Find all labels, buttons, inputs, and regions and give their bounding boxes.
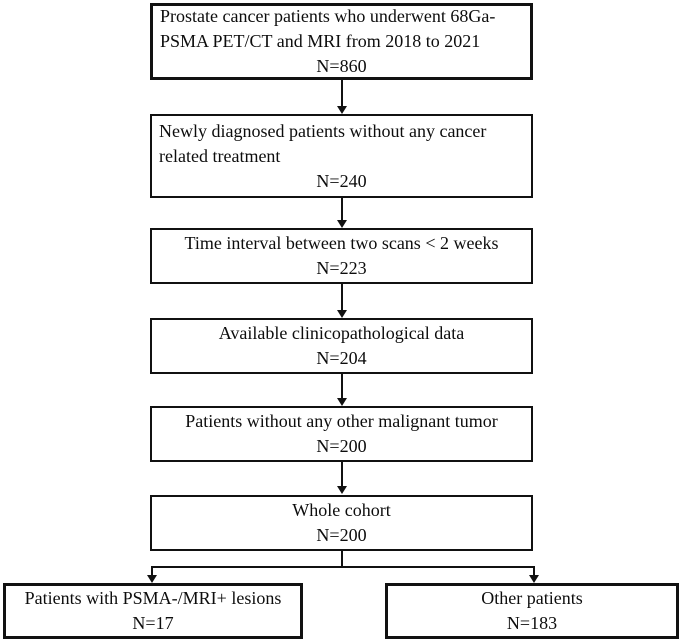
box-n-count: N=183 <box>506 613 558 633</box>
box-n-count: N=200 <box>316 436 367 456</box>
flow-box-clinicopathological-data: Available clinicopathological data N=204 <box>150 318 533 374</box>
down-arrow-line <box>341 80 343 107</box>
box-text-line: Newly diagnosed patients without any can… <box>159 120 487 141</box>
box-text-line: related treatment <box>159 145 281 166</box>
box-n-count: N=17 <box>132 613 174 633</box>
box-text-line: PSMA PET/CT and MRI from 2018 to 2021 <box>160 31 481 51</box>
down-arrow-icon <box>337 398 347 406</box>
branch-right-drop-line <box>533 566 535 576</box>
down-arrow-icon <box>337 310 347 318</box>
flow-box-time-interval: Time interval between two scans < 2 week… <box>150 228 533 284</box>
box-text-line: Available clinicopathological data <box>218 323 465 343</box>
flow-box-no-other-malignant-tumor: Patients without any other malignant tum… <box>150 406 533 462</box>
down-arrow-icon <box>337 220 347 228</box>
box-n-count: N=223 <box>316 258 367 278</box>
down-arrow-line <box>341 198 343 221</box>
down-arrow-icon <box>147 575 157 583</box>
branch-horizontal-line <box>151 566 535 568</box>
flow-box-other-patients: Other patients N=183 <box>385 583 679 639</box>
branch-left-drop-line <box>151 566 153 576</box>
down-arrow-icon <box>529 575 539 583</box>
down-arrow-line <box>341 284 343 311</box>
branch-stub-line <box>341 551 343 568</box>
down-arrow-line <box>341 462 343 487</box>
down-arrow-icon <box>337 486 347 494</box>
box-text-line: Prostate cancer patients who underwent 6… <box>160 6 496 26</box>
box-text-line: Other patients <box>481 588 583 608</box>
box-text-line: Patients with PSMA-/MRI+ lesions <box>24 588 282 608</box>
box-text-line: Time interval between two scans < 2 week… <box>184 233 499 253</box>
flow-box-whole-cohort: Whole cohort N=200 <box>150 495 533 551</box>
flow-box-initial-cohort: Prostate cancer patients who underwent 6… <box>150 3 533 80</box>
flow-box-newly-diagnosed: Newly diagnosed patients without any can… <box>150 114 533 198</box>
box-text-line: Patients without any other malignant tum… <box>185 411 498 431</box>
box-n-count: N=860 <box>316 56 367 76</box>
flow-box-psma-neg-mri-pos: Patients with PSMA-/MRI+ lesions N=17 <box>3 583 303 639</box>
box-text-line: Whole cohort <box>292 500 391 520</box>
down-arrow-line <box>341 374 343 399</box>
box-n-count: N=240 <box>316 170 367 191</box>
down-arrow-icon <box>337 106 347 114</box>
box-n-count: N=200 <box>316 525 367 545</box>
box-n-count: N=204 <box>316 348 367 368</box>
